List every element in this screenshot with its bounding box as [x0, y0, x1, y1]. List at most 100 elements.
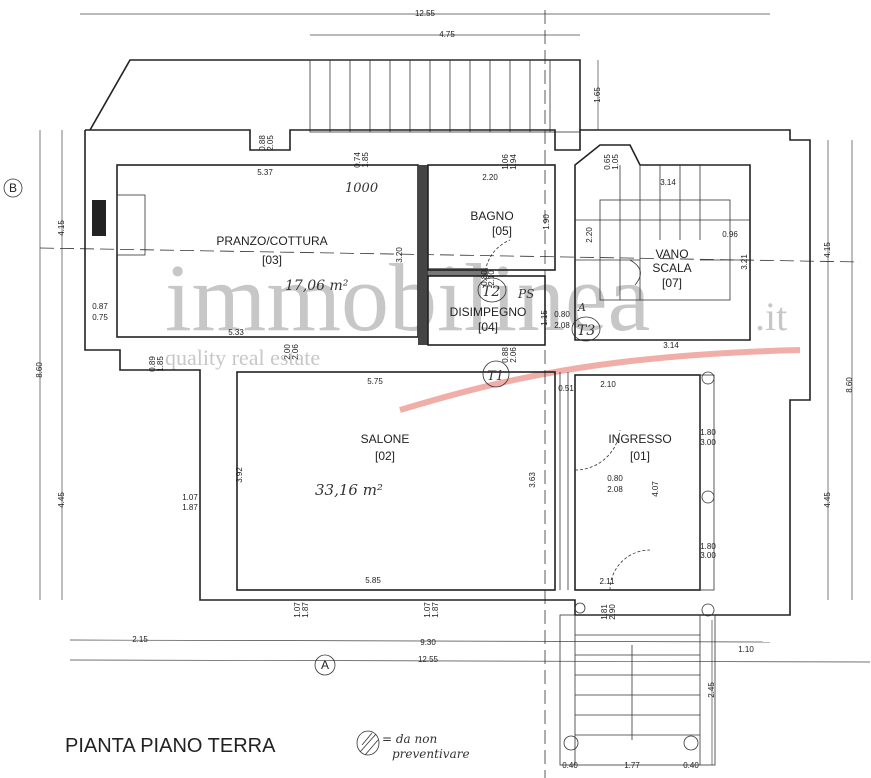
- dimension-label: 8.60: [35, 362, 44, 378]
- watermark-brand: immobilinea: [165, 244, 650, 351]
- legend-line-1: = da non: [382, 732, 437, 746]
- chimney-flue: [92, 200, 106, 236]
- dimension-label: 0.40: [683, 761, 699, 770]
- dimension-label: 4.15: [823, 242, 832, 258]
- dimension-label: 3.14: [663, 341, 679, 350]
- room-name: PRANZO/COTTURA: [216, 234, 327, 248]
- room-pranzo-cottura: PRANZO/COTTURA [03] 17,06 m²: [216, 234, 348, 294]
- dimension-label: 4.45: [823, 492, 832, 508]
- dimension-label: 0.80: [554, 310, 570, 319]
- dimension-label: 2.10: [487, 270, 496, 286]
- room-code: [07]: [662, 276, 682, 290]
- entrance-steps: [559, 614, 716, 766]
- hatched-circle-icon: [356, 730, 380, 756]
- room-area: 17,06 m²: [285, 278, 349, 294]
- door-swings: [484, 239, 651, 591]
- room-code: [03]: [262, 253, 282, 267]
- watermark-tagline: quality real estate: [165, 345, 320, 370]
- mark-t1: T1: [487, 369, 504, 384]
- dimension-label: 0.74: [353, 152, 362, 168]
- room-bagno: BAGNO [05]: [470, 209, 513, 238]
- dimension-label: 1.65: [593, 87, 602, 103]
- dimension-label: 3.14: [660, 178, 676, 187]
- dimension-label: 1.07: [423, 602, 432, 618]
- dimension-label: 3.92: [235, 467, 244, 483]
- dimension-label: 1.06: [501, 154, 510, 170]
- dimension-label: 2.11: [600, 577, 616, 586]
- dimension-label: 0.80: [480, 270, 489, 286]
- dimension-label: 1.77: [624, 761, 640, 770]
- dimension-label: 0.89: [148, 356, 157, 372]
- dimension-label: 3.00: [700, 551, 716, 560]
- room-vano-scala: VANO SCALA [07]: [652, 247, 691, 290]
- watermark-tld: .it: [755, 294, 787, 339]
- dimension-label: 1.07: [293, 602, 302, 618]
- dimension-label: 2.06: [291, 344, 300, 360]
- dimension-label: 4.75: [439, 30, 455, 39]
- dimension-label: 9.30: [420, 638, 436, 647]
- dimension-label: 0.87: [92, 302, 108, 311]
- dimension-label: 0.80: [607, 474, 623, 483]
- room-name: VANO: [655, 247, 688, 261]
- internal-staircase: [575, 165, 750, 301]
- rear-terrace: [89, 59, 581, 133]
- room-code: [01]: [630, 449, 650, 463]
- dimension-label: 1.80: [700, 428, 716, 437]
- dimension-label: 2.06: [509, 347, 518, 363]
- room-disimpegno: DISIMPEGNO [04]: [450, 305, 527, 334]
- mark-t3: T3: [577, 323, 595, 339]
- dimension-label: 4.15: [57, 220, 66, 236]
- red-highlight-mark: [399, 347, 801, 413]
- dimension-label: 0.40: [562, 761, 578, 770]
- dimension-label: 4.45: [57, 492, 66, 508]
- dimension-label: 5.37: [257, 168, 273, 177]
- room-name: INGRESSO: [608, 432, 671, 446]
- dimension-label: 2.90: [608, 604, 617, 620]
- dimension-label: 1.07: [182, 493, 198, 502]
- dimension-label: 2.00: [283, 344, 292, 360]
- dimension-label: 0.88: [501, 347, 510, 363]
- dimension-label: 2.20: [585, 227, 594, 243]
- dimension-label: 0.51: [558, 384, 574, 393]
- room-name: DISIMPEGNO: [450, 305, 527, 319]
- dimension-label: 1.85: [361, 152, 370, 168]
- grid-ref-a: A: [321, 658, 329, 672]
- dimension-label: 2.08: [554, 321, 570, 330]
- dimension-label: 5.85: [365, 576, 381, 585]
- dimension-label: 5.75: [367, 377, 383, 386]
- room-name-2: SCALA: [652, 261, 691, 275]
- grid-ref-a-circle: [314, 654, 336, 676]
- dimension-label: 1.94: [509, 154, 518, 170]
- dimension-label: 1.81: [600, 604, 609, 620]
- dimension-label: 2.15: [132, 635, 148, 644]
- room-name: SALONE: [361, 432, 410, 446]
- room-name: BAGNO: [470, 209, 513, 223]
- room-area: 33,16 m²: [315, 481, 383, 499]
- dimension-label: 2.08: [607, 485, 623, 494]
- dimension-label: 3.00: [700, 438, 716, 447]
- dimension-label: 1.87: [431, 602, 440, 618]
- dimension-label: 1.87: [301, 602, 310, 618]
- dimension-label: 1.05: [611, 154, 620, 170]
- dimension-label: 0.88: [258, 135, 267, 151]
- dimension-label: 1.87: [182, 503, 198, 512]
- dimension-label: 1.80: [700, 542, 716, 551]
- mark-t2: T2: [482, 284, 500, 300]
- mark-ps: PS: [517, 287, 534, 301]
- dimension-label: 12.55: [418, 655, 439, 664]
- dimension-label: 12.55: [415, 9, 436, 18]
- legend: = da non preventivare: [356, 730, 470, 761]
- handwritten-annotations: 1000 T2 PS T3 A T1: [345, 181, 601, 388]
- dimension-label: 4.07: [651, 481, 660, 497]
- dimension-label: 5.33: [228, 328, 244, 337]
- room-ingresso: INGRESSO [01]: [608, 432, 671, 463]
- room-code: [02]: [375, 449, 395, 463]
- dimension-label: 2.20: [482, 173, 498, 182]
- legend-line-2: preventivare: [392, 747, 470, 761]
- dimension-label: 3.21: [740, 254, 749, 270]
- walls: [84, 129, 811, 617]
- dimension-label: 1.15: [540, 310, 549, 326]
- note-1000: 1000: [345, 181, 378, 196]
- dimension-label: 0.75: [92, 313, 108, 322]
- dimension-label: 2.10: [600, 380, 616, 389]
